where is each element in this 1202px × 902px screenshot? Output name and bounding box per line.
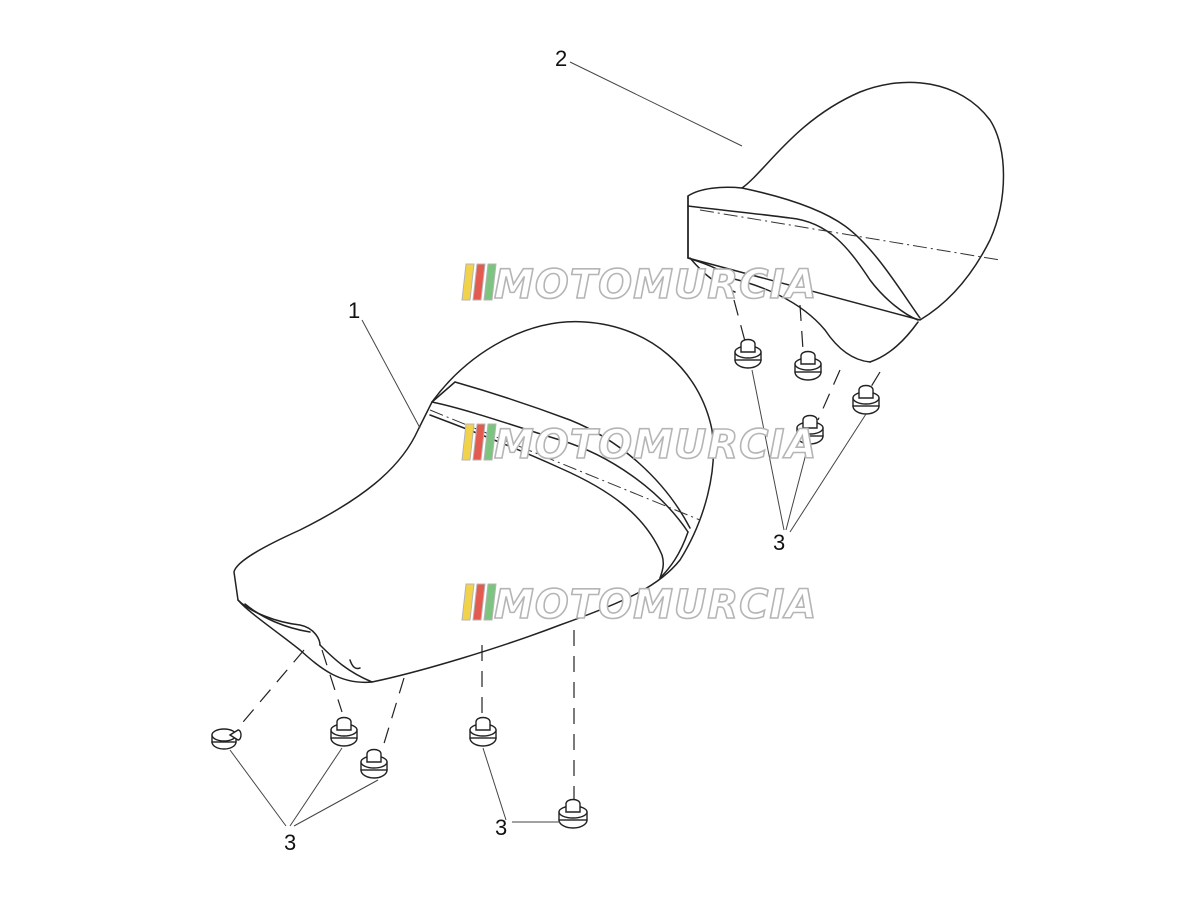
mounting-lines (237, 299, 881, 800)
leader-lines (229, 61, 867, 827)
buffer-icon (852, 384, 880, 415)
watermark-text: MOTOMURCIA (494, 422, 817, 468)
buffer-icon (794, 350, 822, 381)
callout-rear-seat: 2 (555, 46, 567, 71)
callout-front-seat: 1 (348, 298, 360, 323)
rubber-buffers (211, 338, 880, 829)
buffer-icon (330, 716, 358, 747)
watermark-logo: MOTOMURCIA (461, 261, 817, 309)
callout-buffer-front-left: 3 (284, 830, 296, 855)
buffer-icon (469, 716, 497, 747)
front-seat-centerline (429, 409, 701, 521)
buffer-icon (360, 748, 388, 779)
front-seat (233, 320, 715, 684)
watermark-text: MOTOMURCIA (494, 262, 817, 308)
callout-buffer-front-right: 3 (495, 815, 507, 840)
buffer-icon (796, 414, 824, 445)
callout-buffer-rear: 3 (773, 530, 785, 555)
buffer-icon (211, 728, 242, 750)
watermark-text: MOTOMURCIA (494, 582, 817, 628)
watermark-logo: MOTOMURCIA (461, 581, 817, 629)
rear-seat (687, 81, 1005, 363)
buffer-icon (558, 798, 588, 829)
watermark-logo: MOTOMURCIA (461, 421, 817, 469)
buffer-icon (734, 338, 762, 369)
rear-seat-centerline (699, 209, 1001, 261)
